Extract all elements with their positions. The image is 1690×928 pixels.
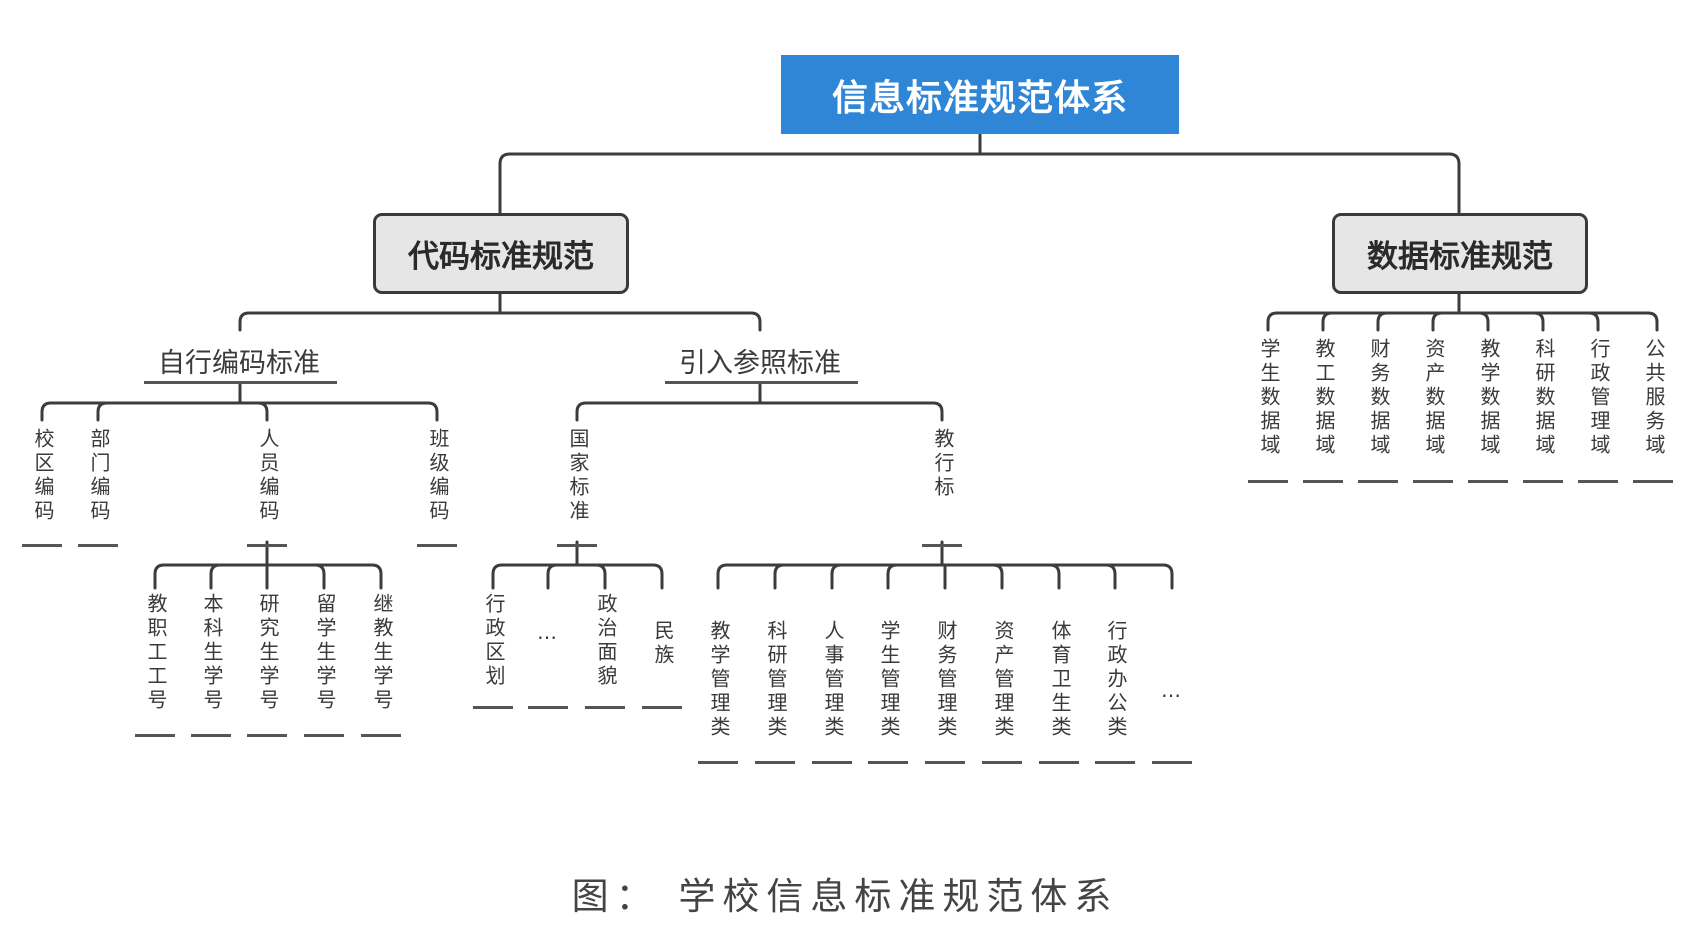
education-standard-label: 教行标 [931,428,955,500]
data-standard-node: 数据标准规范 [1332,213,1588,294]
hr-mgmt-underline [812,761,852,764]
campus-code-label: 校区编码 [31,428,55,524]
asset-mgmt-label: 资产管理类 [991,620,1015,740]
ethnicity-label: 民族 [651,620,675,668]
student-data-domain-underline [1248,480,1288,483]
personnel-code-label: 人员编码 [256,428,280,524]
education-standard-underline [922,544,962,547]
research-mgmt-label: 科研管理类 [764,620,788,740]
asset-data-domain-label: 资产数据域 [1422,338,1446,458]
national-ellipsis: … [537,620,557,644]
reference-standard-label: 引入参照标准 [679,348,841,379]
sports-health-label: 体育卫生类 [1048,620,1072,740]
ethnicity-underline [642,706,682,709]
political-status-label: 政治面貌 [594,593,618,689]
research-data-domain-underline [1523,480,1563,483]
personnel-code-underline [247,544,287,547]
staff-data-domain-label: 教工数据域 [1312,338,1336,458]
national-standard-label: 国家标准 [566,428,590,524]
research-data-domain-label: 科研数据域 [1532,338,1556,458]
public-service-domain-label: 公共服务域 [1642,338,1666,458]
graduate-id-underline [247,734,287,737]
ref-std-connector [575,383,944,422]
department-code-label: 部门编码 [87,428,111,524]
finance-data-domain-underline [1358,480,1398,483]
teaching-mgmt-underline [698,761,738,764]
class-code-label: 班级编码 [426,428,450,524]
education-ellipsis-underline [1152,761,1192,764]
renyuan-connector [153,540,383,590]
hr-mgmt-label: 人事管理类 [821,620,845,740]
department-code-underline [78,544,118,547]
root-connector [498,131,1461,215]
asset-mgmt-underline [982,761,1022,764]
undergrad-id-underline [191,734,231,737]
data-connector [1266,292,1659,332]
continuing-ed-id-underline [361,734,401,737]
guojia-connector [491,540,664,590]
code-standard-node: 代码标准规范 [373,213,629,294]
reference-standard-underline [665,381,858,384]
finance-mgmt-underline [925,761,965,764]
admin-mgmt-domain-label: 行政管理域 [1587,338,1611,458]
continuing-ed-id-label: 继教生学号 [370,593,394,713]
student-mgmt-label: 学生管理类 [877,620,901,740]
research-mgmt-underline [755,761,795,764]
staff-data-domain-underline [1303,480,1343,483]
public-service-domain-underline [1633,480,1673,483]
jiaohang-connector [716,540,1174,590]
self-std-connector [40,383,439,422]
self-coding-standard-label: 自行编码标准 [158,348,320,379]
admin-division-underline [473,706,513,709]
national-ellipsis-underline [528,706,568,709]
education-ellipsis: … [1161,678,1181,702]
teaching-mgmt-label: 教学管理类 [707,620,731,740]
asset-data-domain-underline [1413,480,1453,483]
admin-office-label: 行政办公类 [1104,620,1128,740]
political-status-underline [585,706,625,709]
teaching-data-domain-underline [1468,480,1508,483]
self-coding-standard-underline [144,381,337,384]
code-connector [238,292,762,332]
root-node: 信息标准规范体系 [781,55,1179,134]
teaching-data-domain-label: 教学数据域 [1477,338,1501,458]
class-code-underline [417,544,457,547]
student-mgmt-underline [868,761,908,764]
staff-id-label: 教职工工号 [144,593,168,713]
staff-id-underline [135,734,175,737]
finance-data-domain-label: 财务数据域 [1367,338,1391,458]
figure-caption: 图： 学校信息标准规范体系 [571,875,1119,918]
admin-division-label: 行政区划 [482,593,506,689]
intl-student-id-underline [304,734,344,737]
campus-code-underline [22,544,62,547]
intl-student-id-label: 留学生学号 [313,593,337,713]
admin-office-underline [1095,761,1135,764]
sports-health-underline [1039,761,1079,764]
admin-mgmt-domain-underline [1578,480,1618,483]
undergrad-id-label: 本科生学号 [200,593,224,713]
finance-mgmt-label: 财务管理类 [934,620,958,740]
student-data-domain-label: 学生数据域 [1257,338,1281,458]
national-standard-underline [557,544,597,547]
graduate-id-label: 研究生学号 [256,593,280,713]
